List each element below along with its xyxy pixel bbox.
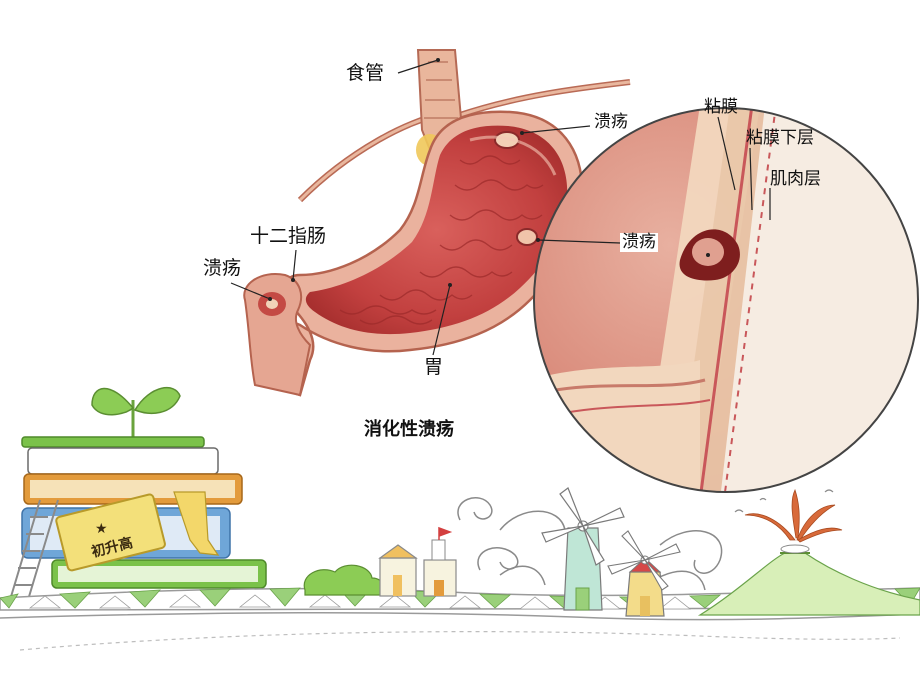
bottom-decoration: ★ <box>0 387 920 651</box>
label-ulcer-detail: 溃疡 <box>620 232 658 252</box>
leader-lines <box>230 59 771 356</box>
label-submucosa: 粘膜下层 <box>746 128 814 148</box>
label-duodenum: 十二指肠 <box>250 225 327 247</box>
diagram-title: 消化性溃疡 <box>364 419 454 440</box>
svg-text:★: ★ <box>95 521 108 537</box>
label-esophagus: 食管 <box>346 62 385 84</box>
label-stomach: 胃 <box>424 356 444 378</box>
tissue-detail-inset <box>533 107 919 493</box>
label-mucosa: 粘膜 <box>704 97 738 117</box>
ulcer-middle <box>516 228 538 246</box>
label-ulcer-duodenum: 溃疡 <box>203 257 242 279</box>
label-ulcer-stomach: 溃疡 <box>594 112 628 132</box>
stomach-illustration <box>243 49 631 397</box>
label-muscle-layer: 肌肉层 <box>770 169 821 189</box>
stomach-lining <box>305 125 568 335</box>
